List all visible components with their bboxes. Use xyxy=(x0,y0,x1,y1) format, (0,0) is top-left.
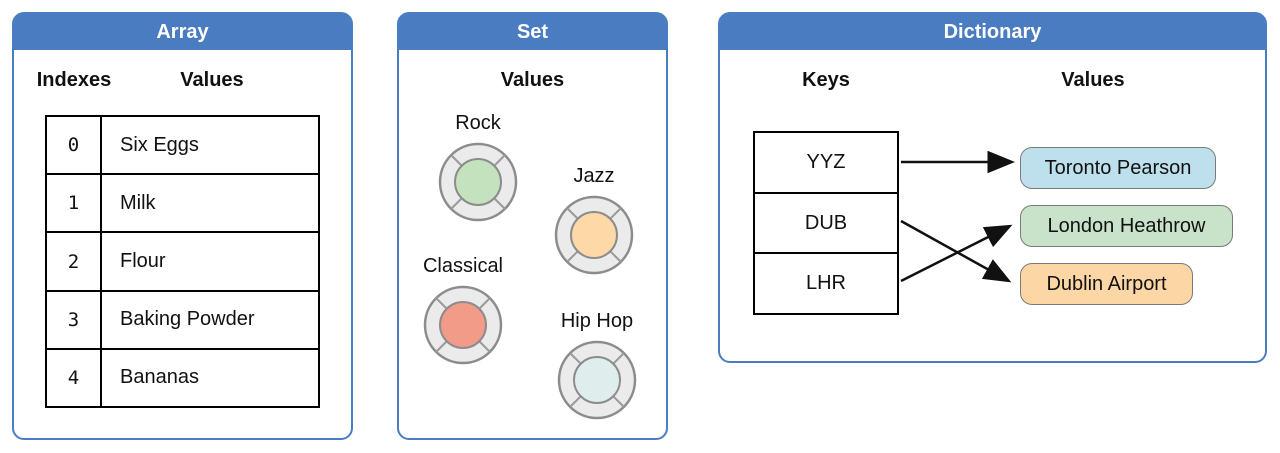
array-row: 2 Flour xyxy=(47,231,318,290)
set-panel-title: Set xyxy=(399,14,666,50)
array-value: Milk xyxy=(120,191,156,214)
dictionary-value-london-heathrow: London Heathrow xyxy=(1020,205,1233,247)
record-icon xyxy=(554,195,634,275)
array-table: 0 Six Eggs 1 Milk 2 Flour 3 Baking Powde… xyxy=(45,115,320,408)
array-panel-title: Array xyxy=(14,14,351,50)
set-item-hiphop: Hip Hop xyxy=(537,310,657,420)
dictionary-panel-title: Dictionary xyxy=(720,14,1265,50)
set-panel: Set Values Rock Jazz Classical xyxy=(397,12,668,440)
record-icon xyxy=(438,142,518,222)
set-item-jazz: Jazz xyxy=(534,165,654,275)
array-row: 1 Milk xyxy=(47,173,318,232)
key-value-arrows xyxy=(900,150,1015,283)
array-index: 2 xyxy=(47,233,102,290)
array-index: 1 xyxy=(47,175,102,232)
dictionary-key: LHR xyxy=(755,252,897,313)
array-index: 3 xyxy=(47,291,102,348)
dictionary-keys-column-header: Keys xyxy=(802,69,850,91)
array-value: Flour xyxy=(120,250,166,272)
array-index: 0 xyxy=(47,117,102,174)
record-icon xyxy=(557,340,637,420)
array-indexes-column-header: Indexes xyxy=(36,69,112,91)
array-value: Baking Powder xyxy=(120,308,255,331)
array-value: Six Eggs xyxy=(120,133,199,156)
dictionary-values-column-header: Values xyxy=(1061,69,1125,91)
array-value: Bananas xyxy=(120,366,199,389)
arrow-lhr-london xyxy=(900,224,1013,283)
dictionary-panel: Dictionary Keys Values YYZ DUB LHR Toron… xyxy=(718,12,1267,363)
array-index: 4 xyxy=(47,349,102,407)
array-panel: Array Indexes Values 0 Six Eggs 1 Milk 2… xyxy=(12,12,353,440)
array-row: 3 Baking Powder xyxy=(47,289,318,348)
array-row: 0 Six Eggs xyxy=(47,117,318,174)
array-row: 4 Bananas xyxy=(47,347,318,407)
set-values-column-header: Values xyxy=(500,69,565,91)
set-item-label: Jazz xyxy=(573,165,615,187)
dictionary-value-toronto-pearson: Toronto Pearson xyxy=(1020,147,1216,189)
dictionary-key: YYZ xyxy=(806,150,846,173)
record-icon xyxy=(423,285,503,365)
set-item-label: Hip Hop xyxy=(560,310,634,332)
set-item-label: Classical xyxy=(422,255,504,277)
set-item-classical: Classical xyxy=(403,255,523,365)
dictionary-key: DUB xyxy=(755,191,897,253)
set-item-label: Rock xyxy=(455,112,501,134)
array-values-column-header: Values xyxy=(180,69,244,91)
dictionary-keys-table: YYZ DUB LHR xyxy=(753,131,899,315)
set-item-rock: Rock xyxy=(418,112,538,222)
dictionary-value-dublin-airport: Dublin Airport xyxy=(1020,263,1193,305)
arrow-dub-dublin xyxy=(900,219,1012,283)
